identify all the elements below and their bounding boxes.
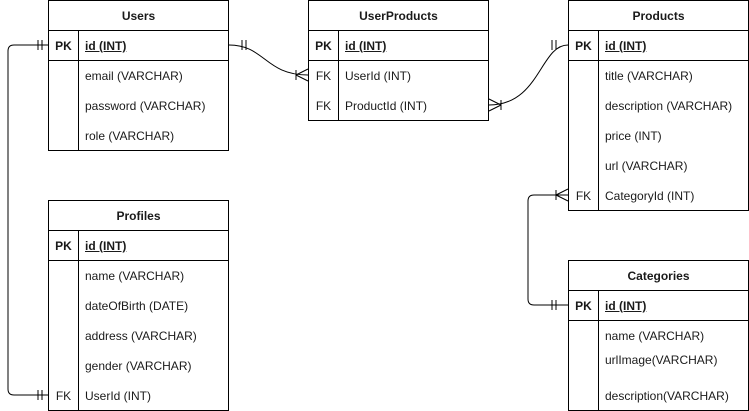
fk-label: FK	[315, 69, 332, 83]
fk-label: FK	[55, 389, 72, 403]
entity-products[interactable]: Products PK id (INT) title (VARCHAR) des…	[568, 0, 749, 211]
column-divider	[78, 231, 79, 410]
field-row[interactable]: password (VARCHAR)	[49, 91, 228, 121]
field-name: url (VARCHAR)	[605, 159, 688, 173]
pk-row[interactable]: PK id (INT)	[49, 231, 228, 261]
key-label	[49, 121, 78, 151]
field-name: gender (VARCHAR)	[85, 359, 192, 373]
pk-row[interactable]: PK id (INT)	[569, 31, 748, 61]
field-name: id (INT)	[85, 39, 127, 53]
entity-title: UserProducts	[309, 1, 488, 31]
field-name: urlImage(VARCHAR)	[605, 353, 718, 367]
field-row[interactable]: FK UserId (INT)	[309, 61, 488, 91]
key-label	[49, 291, 78, 321]
field-row[interactable]: description (VARCHAR)	[569, 91, 748, 121]
connector-users-userproducts[interactable]	[228, 40, 309, 82]
field-name: UserId (INT)	[345, 69, 411, 83]
field-row[interactable]: FK CategoryId (INT)	[569, 181, 748, 211]
entity-profiles[interactable]: Profiles PK id (INT) name (VARCHAR) date…	[48, 200, 229, 411]
key-label	[49, 351, 78, 381]
key-label	[569, 61, 598, 91]
connector-products-userproducts[interactable]	[488, 40, 569, 112]
field-name: description (VARCHAR)	[605, 99, 733, 113]
field-row[interactable]: address (VARCHAR)	[49, 321, 228, 351]
key-label	[569, 121, 598, 151]
field-name: description(VARCHAR)	[605, 389, 729, 403]
field-name: id (INT)	[605, 299, 647, 313]
column-divider	[338, 31, 339, 120]
column-divider	[598, 291, 599, 410]
field-name: id (INT)	[605, 39, 647, 53]
field-row[interactable]: role (VARCHAR)	[49, 121, 228, 151]
pk-label: PK	[575, 299, 592, 313]
field-name: title (VARCHAR)	[605, 69, 693, 83]
field-name: name (VARCHAR)	[85, 269, 185, 283]
field-row[interactable]: url (VARCHAR)	[569, 151, 748, 181]
entity-users[interactable]: Users PK id (INT) email (VARCHAR) passwo…	[48, 0, 229, 151]
entity-title: Products	[569, 1, 748, 31]
field-name: UserId (INT)	[85, 389, 151, 403]
field-row[interactable]: dateOfBirth (DATE)	[49, 291, 228, 321]
pk-row[interactable]: PK id (INT)	[49, 31, 228, 61]
key-label	[569, 91, 598, 121]
field-row[interactable]: email (VARCHAR)	[49, 61, 228, 91]
entity-title: Users	[49, 1, 228, 31]
field-name: dateOfBirth (DATE)	[85, 299, 189, 313]
field-name: email (VARCHAR)	[85, 69, 183, 83]
connector-users-profiles[interactable]	[7, 40, 48, 400]
pk-row[interactable]: PK id (INT)	[309, 31, 488, 61]
field-name: id (INT)	[85, 239, 127, 253]
key-label	[49, 261, 78, 291]
key-label	[569, 151, 598, 181]
field-row[interactable]: gender (VARCHAR)	[49, 351, 228, 381]
entity-title: Profiles	[49, 201, 228, 231]
field-name: name (VARCHAR)	[605, 329, 705, 343]
field-row[interactable]: FK UserId (INT)	[49, 381, 228, 411]
field-row[interactable]: price (INT)	[569, 121, 748, 151]
field-row[interactable]: FK ProductId (INT)	[309, 91, 488, 121]
field-name: address (VARCHAR)	[85, 329, 197, 343]
field-row[interactable]: description(VARCHAR)	[569, 381, 748, 411]
pk-row[interactable]: PK id (INT)	[569, 291, 748, 321]
fk-label: FK	[315, 99, 332, 113]
key-label	[49, 91, 78, 121]
field-row[interactable]: title (VARCHAR)	[569, 61, 748, 91]
fk-label: FK	[575, 189, 592, 203]
entity-categories[interactable]: Categories PK id (INT) name (VARCHAR) ur…	[568, 260, 749, 411]
key-label	[49, 61, 78, 91]
pk-label: PK	[575, 39, 592, 53]
field-name: id (INT)	[345, 39, 387, 53]
field-name: role (VARCHAR)	[85, 129, 175, 143]
key-label	[49, 321, 78, 351]
pk-label: PK	[315, 39, 332, 53]
field-name: price (INT)	[605, 129, 662, 143]
field-name: CategoryId (INT)	[605, 189, 695, 203]
column-divider	[78, 31, 79, 150]
column-divider	[598, 31, 599, 210]
field-name: ProductId (INT)	[345, 99, 428, 113]
field-row[interactable]: name (VARCHAR)	[569, 321, 748, 351]
key-label	[569, 381, 598, 411]
key-label	[569, 345, 598, 375]
entity-title: Categories	[569, 261, 748, 291]
field-name: password (VARCHAR)	[85, 99, 206, 113]
field-row[interactable]: name (VARCHAR)	[49, 261, 228, 291]
connector-categories-products[interactable]	[527, 188, 569, 310]
field-row[interactable]: urlImage(VARCHAR)	[569, 345, 748, 375]
pk-label: PK	[55, 239, 72, 253]
entity-userproducts[interactable]: UserProducts PK id (INT) FK UserId (INT)…	[308, 0, 489, 121]
pk-label: PK	[55, 39, 72, 53]
